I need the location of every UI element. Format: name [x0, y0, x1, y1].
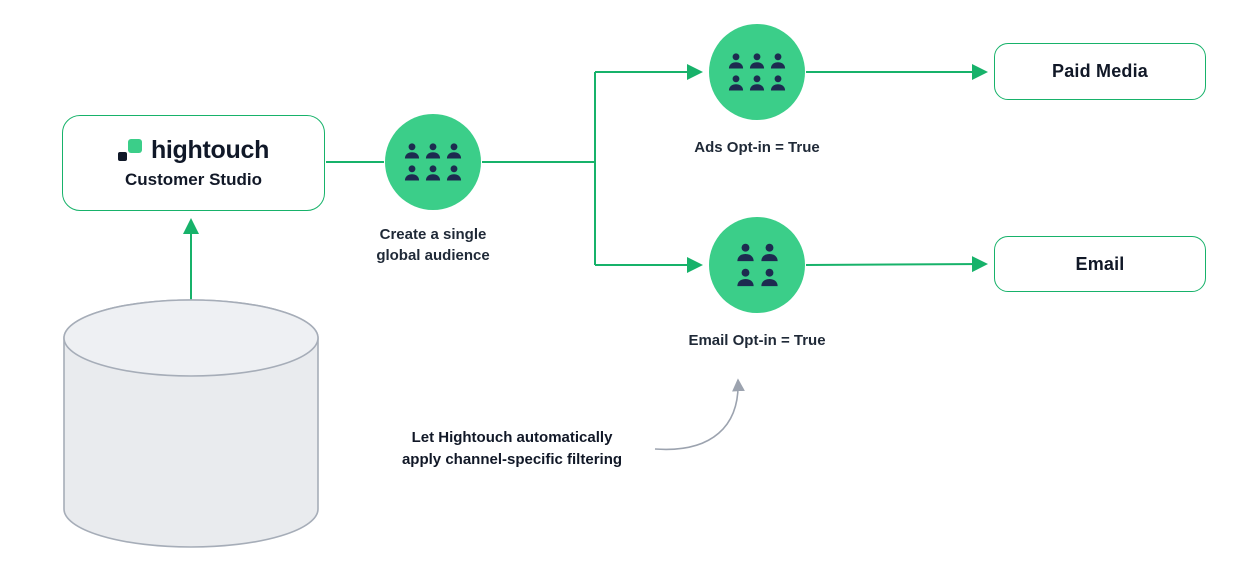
people-row [734, 266, 781, 289]
paid-media-label: Paid Media [1051, 61, 1149, 81]
global-audience-label-line2: global audience [376, 247, 490, 264]
person-icon [770, 53, 786, 69]
ads-optin-label: Ads Opt-in = True [694, 139, 820, 156]
people-row [402, 163, 464, 183]
hightouch-wordmark: hightouch [150, 136, 270, 164]
database-cylinder [63, 298, 319, 550]
annotation-arrow [654, 378, 745, 451]
annotation-line1: Let Hightouch automatically [411, 429, 613, 446]
person-icon [760, 268, 778, 287]
global-audience-circle [385, 114, 481, 210]
person-icon [425, 165, 441, 181]
paid-media-node: Paid Media [994, 43, 1206, 100]
person-icon [736, 268, 754, 287]
hightouch-node: hightouch Customer Studio [62, 115, 325, 211]
person-icon [749, 53, 765, 69]
person-icon [760, 243, 778, 262]
database-cylinder-icon [63, 299, 319, 548]
person-icon [728, 53, 744, 69]
email-node: Email [994, 236, 1206, 292]
hightouch-logo-icon [117, 138, 142, 163]
email-label: Email [1075, 253, 1125, 274]
people-row [726, 73, 788, 93]
customer-studio-label: Customer Studio [125, 170, 262, 189]
person-icon [770, 75, 786, 91]
people-row [734, 241, 781, 264]
person-icon [404, 165, 420, 181]
annotation-line2: apply channel-specific filtering [401, 451, 623, 468]
person-icon [736, 243, 754, 262]
global-audience-label: Create a single global audience [333, 224, 533, 266]
email-optin-label: Email Opt-in = True [688, 332, 826, 349]
person-icon [728, 75, 744, 91]
people-row [402, 141, 464, 161]
email-optin-circle [709, 217, 805, 313]
person-icon [749, 75, 765, 91]
hightouch-brand-row: hightouch [117, 136, 270, 165]
person-icon [446, 165, 462, 181]
ads-optin-circle [709, 24, 805, 120]
person-icon [404, 143, 420, 159]
annotation-text: Let Hightouch automatically apply channe… [362, 427, 662, 471]
global-audience-label-line1: Create a single [379, 226, 487, 243]
people-row [726, 51, 788, 71]
connector-emailoptin-to-email [805, 256, 988, 273]
person-icon [425, 143, 441, 159]
person-icon [446, 143, 462, 159]
